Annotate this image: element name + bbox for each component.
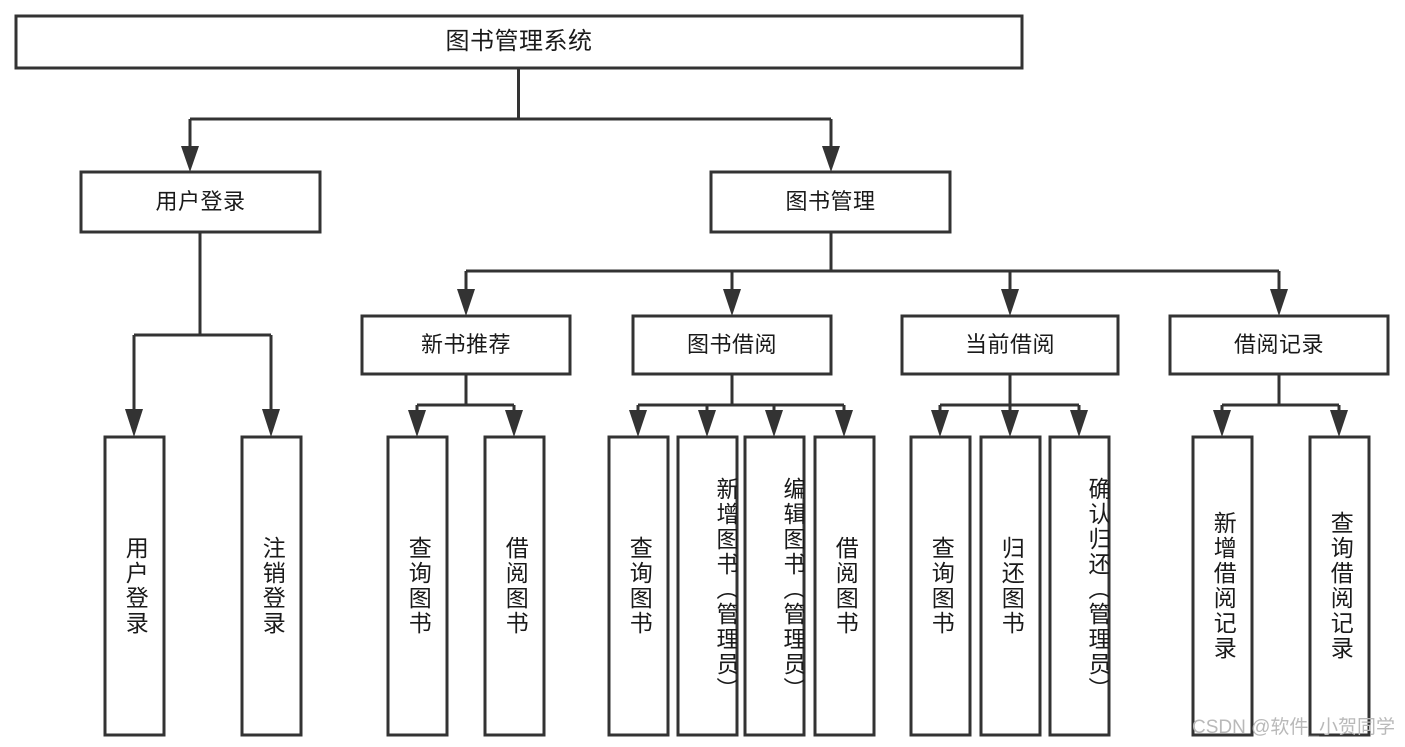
leaf-box-new-book-0[interactable] bbox=[386, 435, 449, 737]
connectors-book-mgmt bbox=[457, 232, 1288, 316]
node-box-new-book-rec[interactable] bbox=[360, 314, 572, 376]
leaf-box-borrow-1[interactable] bbox=[676, 435, 739, 737]
leaf-box-current-1[interactable] bbox=[979, 435, 1042, 737]
connectors-records bbox=[1213, 374, 1348, 437]
leaf-box-user-login-0[interactable] bbox=[103, 435, 166, 737]
node-box-current-borrow[interactable] bbox=[900, 314, 1120, 376]
leaf-box-new-book-1[interactable] bbox=[483, 435, 546, 737]
connectors-user-login bbox=[125, 232, 280, 437]
node-box-book-mgmt[interactable] bbox=[709, 170, 952, 234]
node-box-user-login[interactable] bbox=[79, 170, 322, 234]
leaf-box-records-1[interactable] bbox=[1308, 435, 1371, 737]
leaf-box-current-0[interactable] bbox=[909, 435, 972, 737]
leaf-box-user-login-1[interactable] bbox=[240, 435, 303, 737]
connectors-root bbox=[181, 68, 840, 172]
leaf-box-borrow-3[interactable] bbox=[813, 435, 876, 737]
leaf-box-records-0[interactable] bbox=[1191, 435, 1254, 737]
node-box-root[interactable] bbox=[14, 14, 1024, 70]
leaf-box-borrow-2[interactable] bbox=[743, 435, 806, 737]
leaf-box-borrow-0[interactable] bbox=[607, 435, 670, 737]
leaf-box-current-2[interactable] bbox=[1048, 435, 1111, 737]
node-box-borrow-records[interactable] bbox=[1168, 314, 1390, 376]
connectors-new-book bbox=[408, 374, 523, 437]
connectors-borrow bbox=[629, 374, 853, 437]
connectors-current bbox=[931, 374, 1088, 437]
node-box-book-borrow[interactable] bbox=[631, 314, 833, 376]
